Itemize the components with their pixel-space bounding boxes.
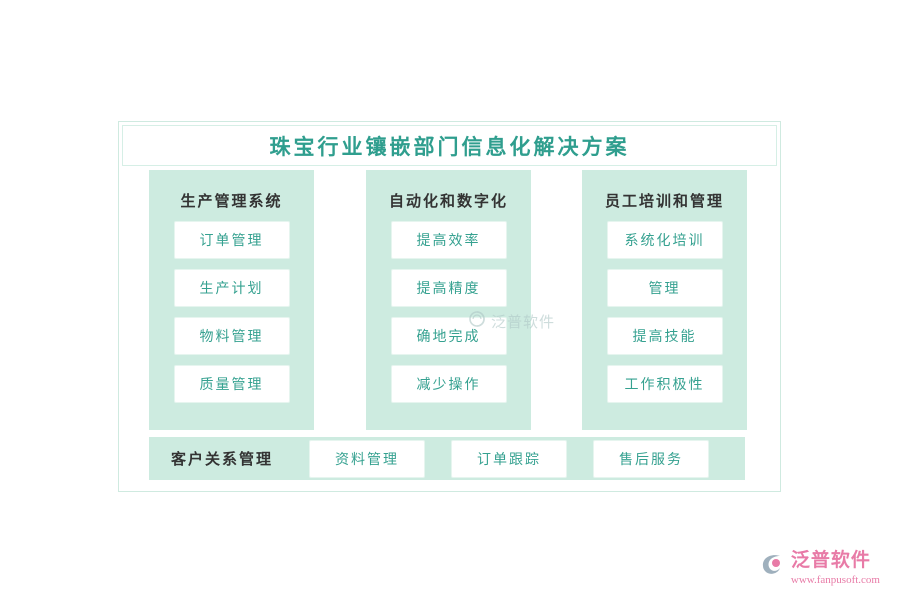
- item-box: 质量管理: [173, 365, 290, 403]
- item-box: 提高精度: [390, 269, 507, 307]
- bottom-bar-header: 客户关系管理: [171, 452, 274, 468]
- item-box: 物料管理: [173, 317, 290, 355]
- column-header: 生产管理系统: [180, 194, 283, 210]
- brand-name: 泛普软件: [790, 550, 871, 572]
- item-box: 提高效率: [390, 221, 507, 259]
- page-title: 珠宝行业镶嵌部门信息化解决方案: [269, 134, 630, 159]
- brand-text: 泛普软件 www.fanpusoft.com: [790, 550, 880, 586]
- title-bar: 珠宝行业镶嵌部门信息化解决方案: [122, 125, 777, 166]
- item-box: 资料管理: [309, 439, 426, 478]
- customer-relationship-bar: 客户关系管理 资料管理 订单跟踪 售后服务: [149, 437, 745, 480]
- column-production-management: 生产管理系统 订单管理 生产计划 物料管理 质量管理: [149, 170, 314, 430]
- item-box: 售后服务: [593, 439, 710, 478]
- column-automation-digitization: 自动化和数字化 提高效率 提高精度 确地完成 减少操作: [366, 170, 531, 430]
- item-box: 订单跟踪: [451, 439, 568, 478]
- item-box: 生产计划: [173, 269, 290, 307]
- column-employee-training: 员工培训和管理 系统化培训 管理 提高技能 工作积极性: [582, 170, 747, 430]
- solution-diagram: 珠宝行业镶嵌部门信息化解决方案 生产管理系统 订单管理 生产计划 物料管理 质量…: [118, 121, 781, 492]
- item-box: 提高技能: [606, 317, 723, 355]
- item-box: 系统化培训: [606, 221, 723, 259]
- item-box: 管理: [606, 269, 723, 307]
- item-box: 订单管理: [173, 221, 290, 259]
- item-box: 工作积极性: [606, 365, 723, 403]
- column-header: 自动化和数字化: [388, 194, 508, 210]
- brand-swirl-icon: [759, 551, 785, 582]
- item-box: 减少操作: [390, 365, 507, 403]
- item-box: 确地完成: [390, 317, 507, 355]
- brand-url: www.fanpusoft.com: [790, 573, 880, 586]
- column-header: 员工培训和管理: [604, 194, 724, 210]
- brand-logo: 泛普软件 www.fanpusoft.com: [759, 550, 880, 586]
